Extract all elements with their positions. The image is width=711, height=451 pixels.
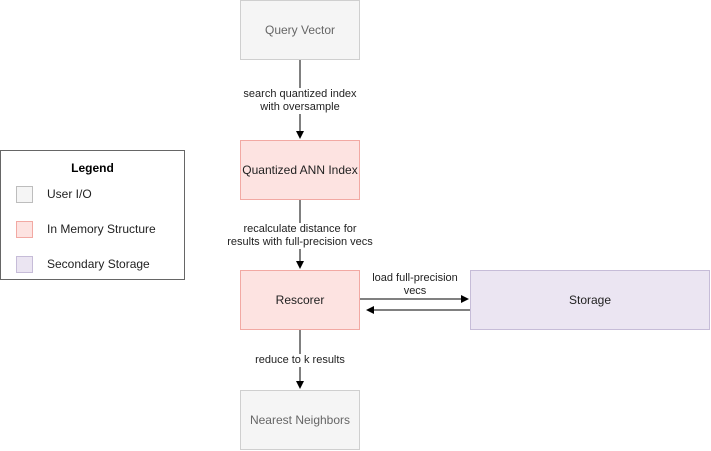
edge-label-search-line2: with oversample	[260, 101, 340, 113]
legend-label-in-memory: In Memory Structure	[47, 222, 156, 236]
legend-swatch-in-memory	[16, 220, 33, 238]
node-rescorer: Rescorer	[240, 270, 360, 330]
legend-item-in-memory: In Memory Structure	[16, 220, 156, 238]
node-nearest-neighbors-label: Nearest Neighbors	[249, 413, 351, 427]
node-rescorer-label: Rescorer	[275, 293, 325, 307]
legend-label-user-io: User I/O	[47, 187, 92, 201]
node-storage: Storage	[470, 270, 710, 330]
edge-label-reduce-line1: reduce to k results	[255, 354, 345, 366]
node-query-vector-label: Query Vector	[264, 23, 336, 37]
legend-item-secondary: Secondary Storage	[16, 255, 150, 273]
node-quantized-index: Quantized ANN Index	[240, 140, 360, 200]
edge-label-search-line1: search quantized index	[243, 88, 357, 100]
legend-title: Legend	[71, 161, 114, 175]
node-quantized-index-label: Quantized ANN Index	[242, 163, 358, 177]
edge-label-load-line2: vecs	[403, 285, 427, 297]
edge-label-recalculate-line2: results with full-precision vecs	[227, 236, 373, 248]
legend-swatch-secondary	[16, 255, 33, 273]
legend-label-secondary: Secondary Storage	[47, 257, 150, 271]
node-query-vector: Query Vector	[240, 0, 360, 60]
legend-swatch-user-io	[16, 185, 33, 203]
node-storage-label: Storage	[568, 293, 612, 307]
edge-label-reduce: reduce to k results	[240, 354, 360, 367]
edge-label-recalculate: recalculate distance for results with fu…	[220, 223, 380, 249]
edge-label-load: load full-precision vecs	[365, 272, 465, 298]
edge-label-search: search quantized index with oversample	[230, 88, 370, 114]
legend-item-user-io: User I/O	[16, 185, 92, 203]
legend: Legend User I/O In Memory Structure Seco…	[0, 150, 185, 280]
node-nearest-neighbors: Nearest Neighbors	[240, 390, 360, 450]
edge-label-recalculate-line1: recalculate distance for	[243, 223, 357, 235]
edge-label-load-line1: load full-precision	[372, 272, 458, 284]
